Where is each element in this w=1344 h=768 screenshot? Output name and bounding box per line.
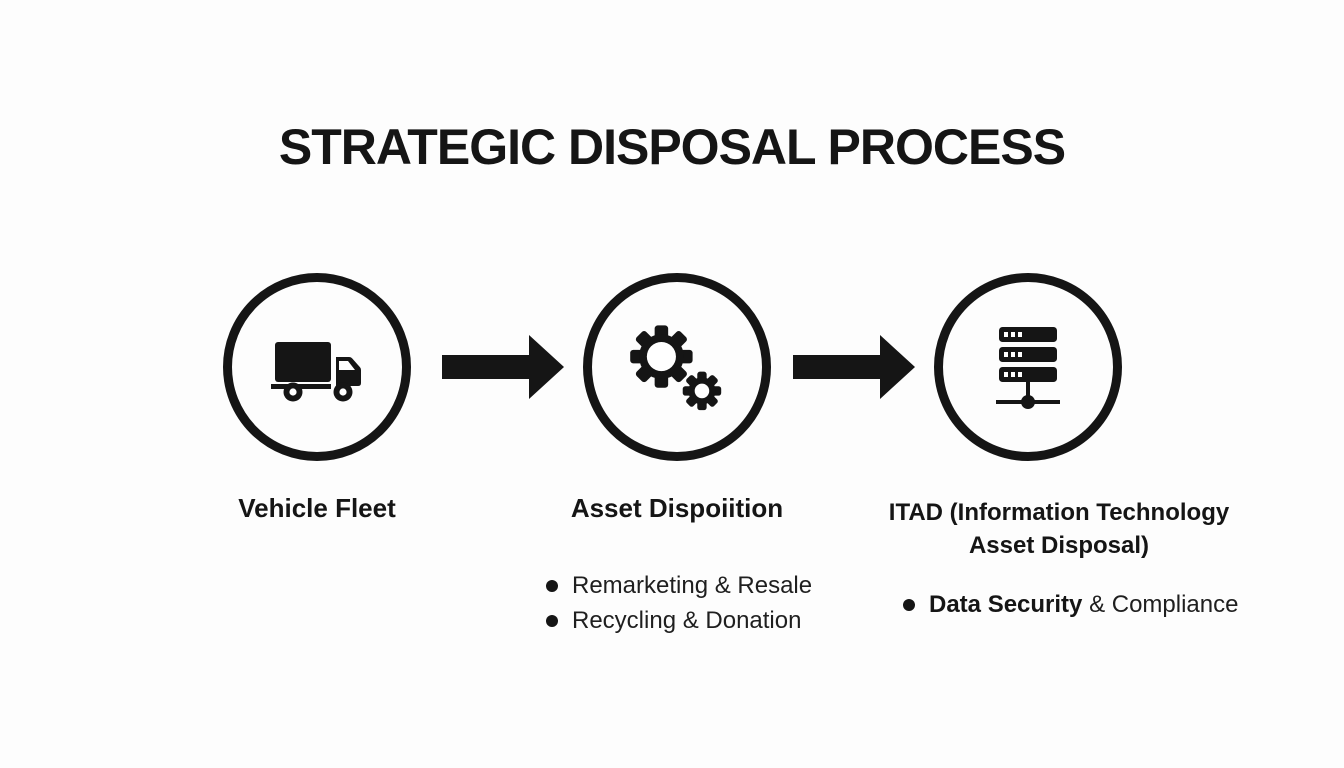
asset-disposition-bullets: Remarketing & Resale Recycling & Donatio… xyxy=(546,571,812,636)
bullet-label: Remarketing & Resale xyxy=(572,572,813,599)
bullet-label: Recycling & Donation xyxy=(572,607,802,634)
itad-label-line2: Asset Disposal) xyxy=(968,532,1150,559)
bullet-dot xyxy=(546,615,558,627)
bullet-label-bold: Data Security xyxy=(929,591,1083,618)
vehicle-fleet-label: Vehicle Fleet xyxy=(238,493,396,523)
itad-bullets: Data Security & Compliance xyxy=(903,590,1238,620)
itad-label-line1: ITAD (Information Technology xyxy=(888,499,1230,526)
itad-label: ITAD (Information Technology Asset Dispo… xyxy=(875,496,1243,562)
asset-disposition-circle xyxy=(583,273,771,461)
list-item: Recycling & Donation xyxy=(546,606,812,636)
bullet-dot xyxy=(903,599,915,611)
list-item: Data Security & Compliance xyxy=(903,590,1238,620)
asset-disposition-label: Asset Dispoiition xyxy=(570,493,784,523)
server-stack-icon xyxy=(996,327,1060,409)
bullet-dot xyxy=(546,580,558,592)
arrow-right-icon xyxy=(793,335,915,399)
itad-circle xyxy=(934,273,1122,461)
list-item: Remarketing & Resale xyxy=(546,571,812,601)
vehicle-fleet-circle xyxy=(223,273,411,461)
arrow-right-icon xyxy=(442,335,564,399)
gears-icon xyxy=(630,325,722,411)
bullet-label-rest: & Compliance xyxy=(1082,591,1239,618)
bullet-label: Data Security & Compliance xyxy=(929,590,1238,620)
page-title: STRATEGIC DISPOSAL PROCESS xyxy=(278,119,1066,175)
truck-icon xyxy=(271,342,361,402)
